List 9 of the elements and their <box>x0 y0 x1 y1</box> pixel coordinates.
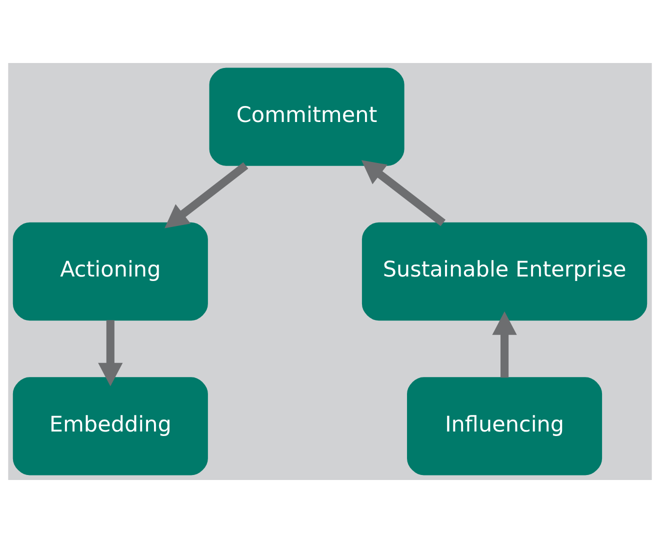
arrow <box>492 310 517 378</box>
node-box: Actioning <box>12 222 208 320</box>
node-box: Commitment <box>209 67 404 166</box>
arrow <box>361 160 446 226</box>
arrow <box>164 162 248 228</box>
node-box: Sustainable Enterprise <box>362 222 648 320</box>
node-box: Influencing <box>407 376 602 475</box>
node-box: Embedding <box>12 376 208 475</box>
arrow <box>98 320 123 386</box>
